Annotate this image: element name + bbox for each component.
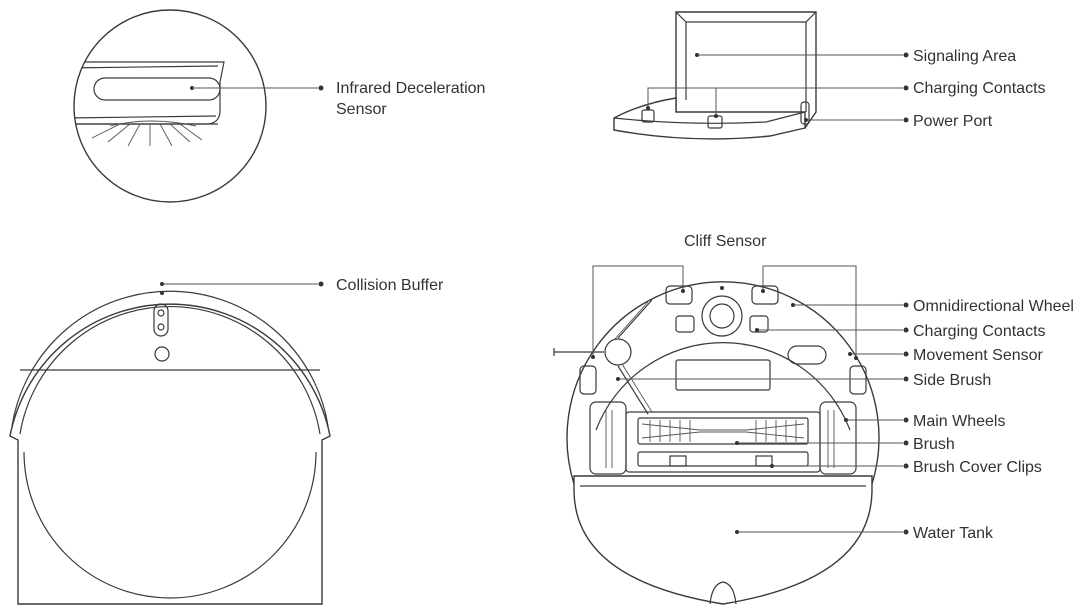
label-infrared-deceleration-sensor-line1: Infrared Deceleration [336,80,485,97]
label-side-brush: Side Brush [913,372,991,389]
labels: Infrared Deceleration Sensor Signaling A… [336,48,1074,542]
label-water-tank: Water Tank [913,525,994,542]
sensor-zoom-detail [73,9,267,203]
label-infrared-deceleration-sensor-line2: Sensor [336,101,387,118]
callout-lines [162,54,903,533]
charging-dock [613,11,817,140]
robot-top-view [9,290,331,605]
label-bottom-charging-contacts: Charging Contacts [913,323,1046,340]
label-brush: Brush [913,436,955,453]
label-omnidirectional-wheel: Omnidirectional Wheel [913,298,1074,315]
label-movement-sensor: Movement Sensor [913,347,1044,364]
label-brush-cover-clips: Brush Cover Clips [913,459,1042,476]
label-collision-buffer: Collision Buffer [336,277,444,294]
robot-bottom-view [553,281,880,605]
label-main-wheels: Main Wheels [913,413,1005,430]
label-dock-charging-contacts: Charging Contacts [913,80,1046,97]
label-cliff-sensor: Cliff Sensor [684,233,767,250]
label-power-port: Power Port [913,113,993,130]
label-signaling-area: Signaling Area [913,48,1016,65]
callout-dots [160,52,909,535]
